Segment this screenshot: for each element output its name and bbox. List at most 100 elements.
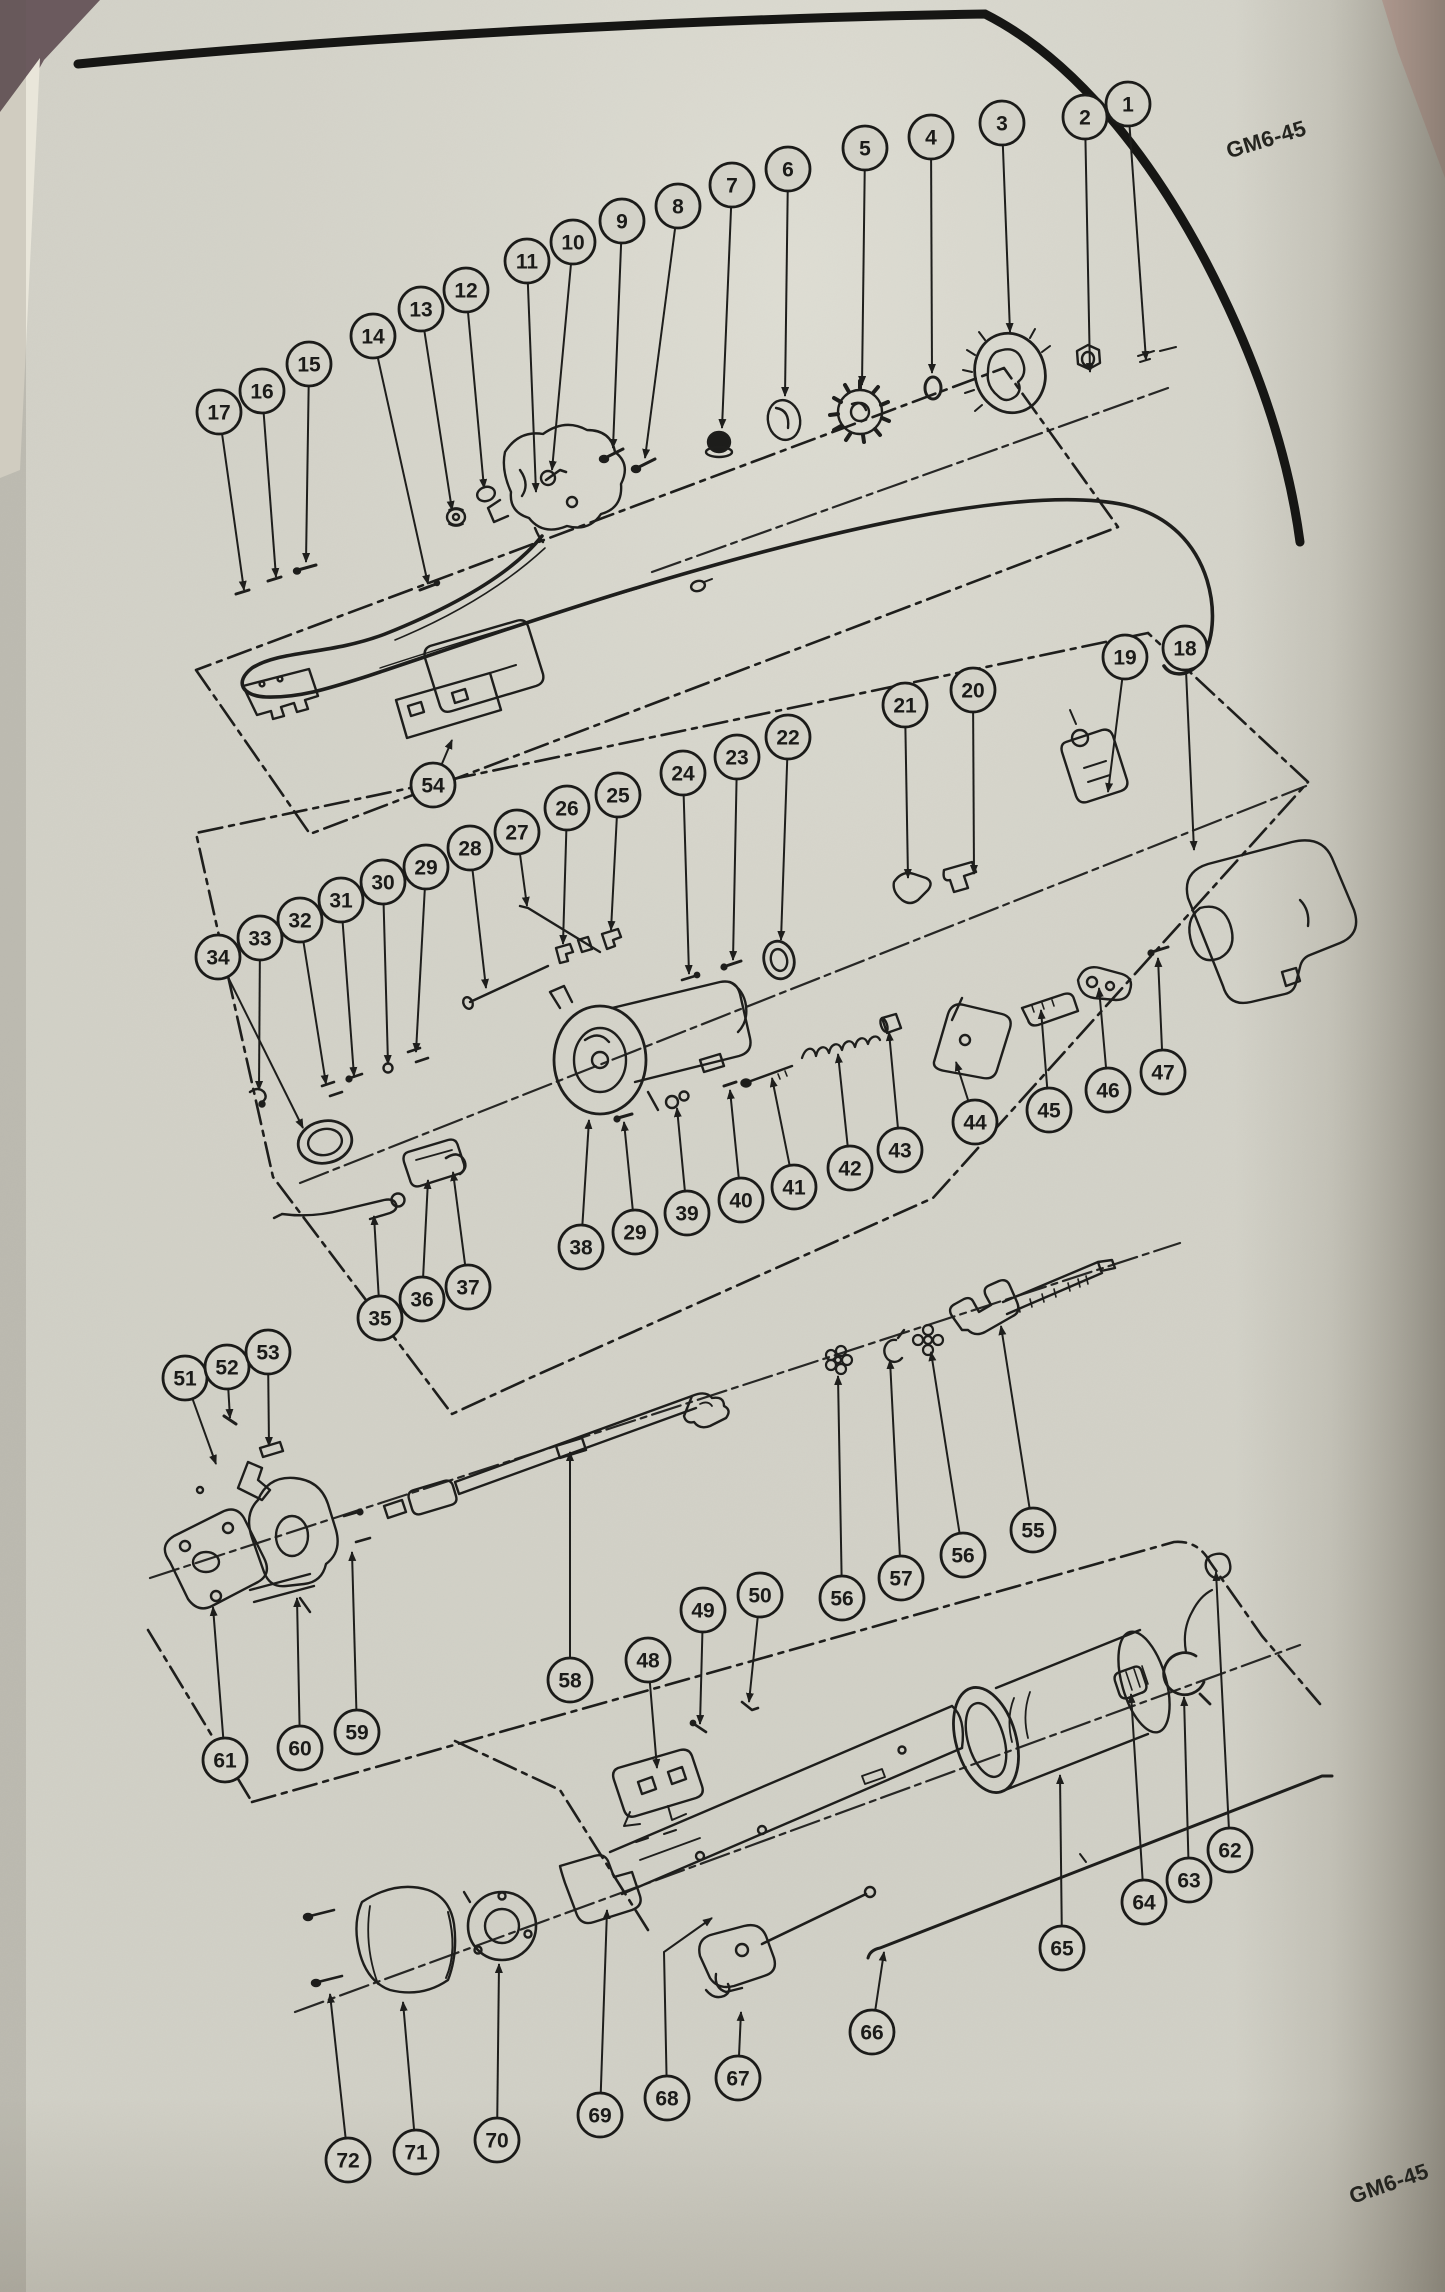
callout-number-65: 65: [1050, 1938, 1074, 1961]
leader-line-55-55: [998, 1325, 1031, 1509]
callout-36: 36: [398, 1179, 446, 1323]
callout-number-10: 10: [561, 232, 584, 255]
callout-23: 23: [713, 733, 761, 961]
leader-line-25-24: [607, 816, 618, 931]
callout-number-38: 38: [569, 1237, 593, 1260]
callout-number-57: 57: [889, 1568, 912, 1591]
leader-line-41-41: [769, 1077, 791, 1166]
leader-line-33-32: [255, 959, 264, 1091]
callout-16: 16: [238, 367, 286, 578]
page-edge-cream: [0, 58, 40, 478]
leader-line-66-67: [874, 1951, 887, 2011]
callout-26: 26: [543, 784, 591, 945]
callout-circle-60: [276, 1724, 324, 1772]
leader-line-54-54: [440, 739, 453, 766]
callout-number-31: 31: [329, 890, 353, 913]
callout-circle-24: [659, 749, 707, 797]
group-borders: [146, 366, 1322, 1932]
callout-66: 66: [848, 1951, 896, 2056]
callout-number-6: 6: [782, 159, 794, 182]
callout-31: 31: [317, 876, 365, 1077]
callout-circle-19: [1101, 633, 1149, 681]
callout-number-28: 28: [458, 838, 482, 861]
callout-number-69: 69: [588, 2105, 611, 2128]
callout-circle-47: [1139, 1048, 1187, 1096]
callout-circle-71: [392, 2128, 440, 2176]
callout-number-27: 27: [505, 822, 528, 845]
leader-line-51-51: [191, 1398, 217, 1465]
callout-number-2: 2: [1079, 107, 1091, 130]
callout-2: 2: [1061, 93, 1109, 373]
photo-corner-dark: [0, 0, 100, 130]
leader-line-61-62: [209, 1606, 225, 1739]
callout-number-15: 15: [297, 354, 321, 377]
leader-line-44-44: [954, 1061, 970, 1102]
callout-number-45: 45: [1037, 1100, 1061, 1123]
callout-circle-62: [1206, 1826, 1254, 1874]
callout-9: 9: [598, 197, 646, 449]
callout-33: 33: [236, 914, 284, 1091]
callout-number-47: 47: [1151, 1062, 1174, 1085]
callout-number-34: 34: [206, 947, 230, 970]
callout-48: 48: [624, 1636, 672, 1769]
callout-24: 24: [659, 749, 707, 975]
callout-number-16: 16: [250, 381, 273, 404]
callout-47: 47: [1139, 957, 1187, 1096]
callout-number-8: 8: [672, 196, 684, 219]
callout-3: 3: [978, 99, 1026, 333]
callout-45: 45: [1025, 1009, 1073, 1134]
leader-line-57-57: [886, 1359, 901, 1557]
leader-line-71-72: [399, 2001, 416, 2131]
callout-circle-23: [713, 733, 761, 781]
shaft-group: [163, 1258, 1117, 1614]
callout-8: 8: [642, 182, 702, 459]
callout-circle-26: [543, 784, 591, 832]
callout-circle-48: [624, 1636, 672, 1684]
callout-number-66: 66: [860, 2022, 883, 2045]
callout-46: 46: [1084, 987, 1132, 1114]
callout-circle-49: [679, 1586, 727, 1634]
callout-57: 57: [877, 1359, 925, 1602]
callout-number-59: 59: [345, 1722, 368, 1745]
leader-line-29-38: [620, 1121, 634, 1211]
callout-circle-57: [877, 1554, 925, 1602]
callout-number-20: 20: [961, 680, 984, 703]
callout-number-21: 21: [893, 695, 917, 718]
leader-line-17-16: [221, 433, 247, 591]
callout-64: 64: [1120, 1693, 1168, 1926]
callout-35: 35: [356, 1215, 404, 1342]
callout-71: 71: [392, 2001, 440, 2176]
callout-circle-14: [349, 312, 397, 360]
callout-13: 13: [397, 285, 455, 511]
leader-line-65-66: [1056, 1774, 1065, 1927]
callout-51: 51: [161, 1354, 217, 1465]
callout-29: 29: [611, 1121, 659, 1256]
callout-59: 59: [333, 1551, 381, 1756]
callout-58: 58: [546, 1451, 594, 1704]
leader-line-53-53: [264, 1373, 273, 1447]
leader-line-45-45: [1037, 1009, 1049, 1089]
callout-63: 63: [1165, 1696, 1213, 1904]
callout-number-25: 25: [606, 785, 630, 808]
callout-number-53: 53: [256, 1342, 279, 1365]
leader-line-63-64: [1180, 1696, 1190, 1859]
callout-layer: 1234567891011121314151617181920212223242…: [161, 80, 1254, 2184]
callout-68-bent: 68: [643, 1917, 713, 2122]
callout-circle-38: [557, 1223, 605, 1271]
callout-39: 39: [663, 1107, 711, 1237]
callout-circle-54: [409, 761, 457, 809]
callout-56: 56: [818, 1375, 866, 1622]
callout-circle-50: [736, 1571, 784, 1619]
callout-15: 15: [285, 340, 333, 563]
leader-line-23-22: [729, 778, 738, 961]
column-housing-group: [248, 709, 1358, 1221]
leader-line-69-70: [599, 1909, 611, 2094]
leader-line-29-28: [412, 888, 426, 1053]
callout-circle-30: [359, 858, 407, 906]
callout-52: 52: [203, 1343, 251, 1419]
callout-number-1: 1: [1122, 94, 1134, 117]
leader-line-1-0: [1128, 125, 1150, 361]
leader-line-6-5: [781, 190, 790, 397]
leader-line-7-6: [718, 206, 733, 429]
callout-circle-12: [442, 266, 490, 314]
